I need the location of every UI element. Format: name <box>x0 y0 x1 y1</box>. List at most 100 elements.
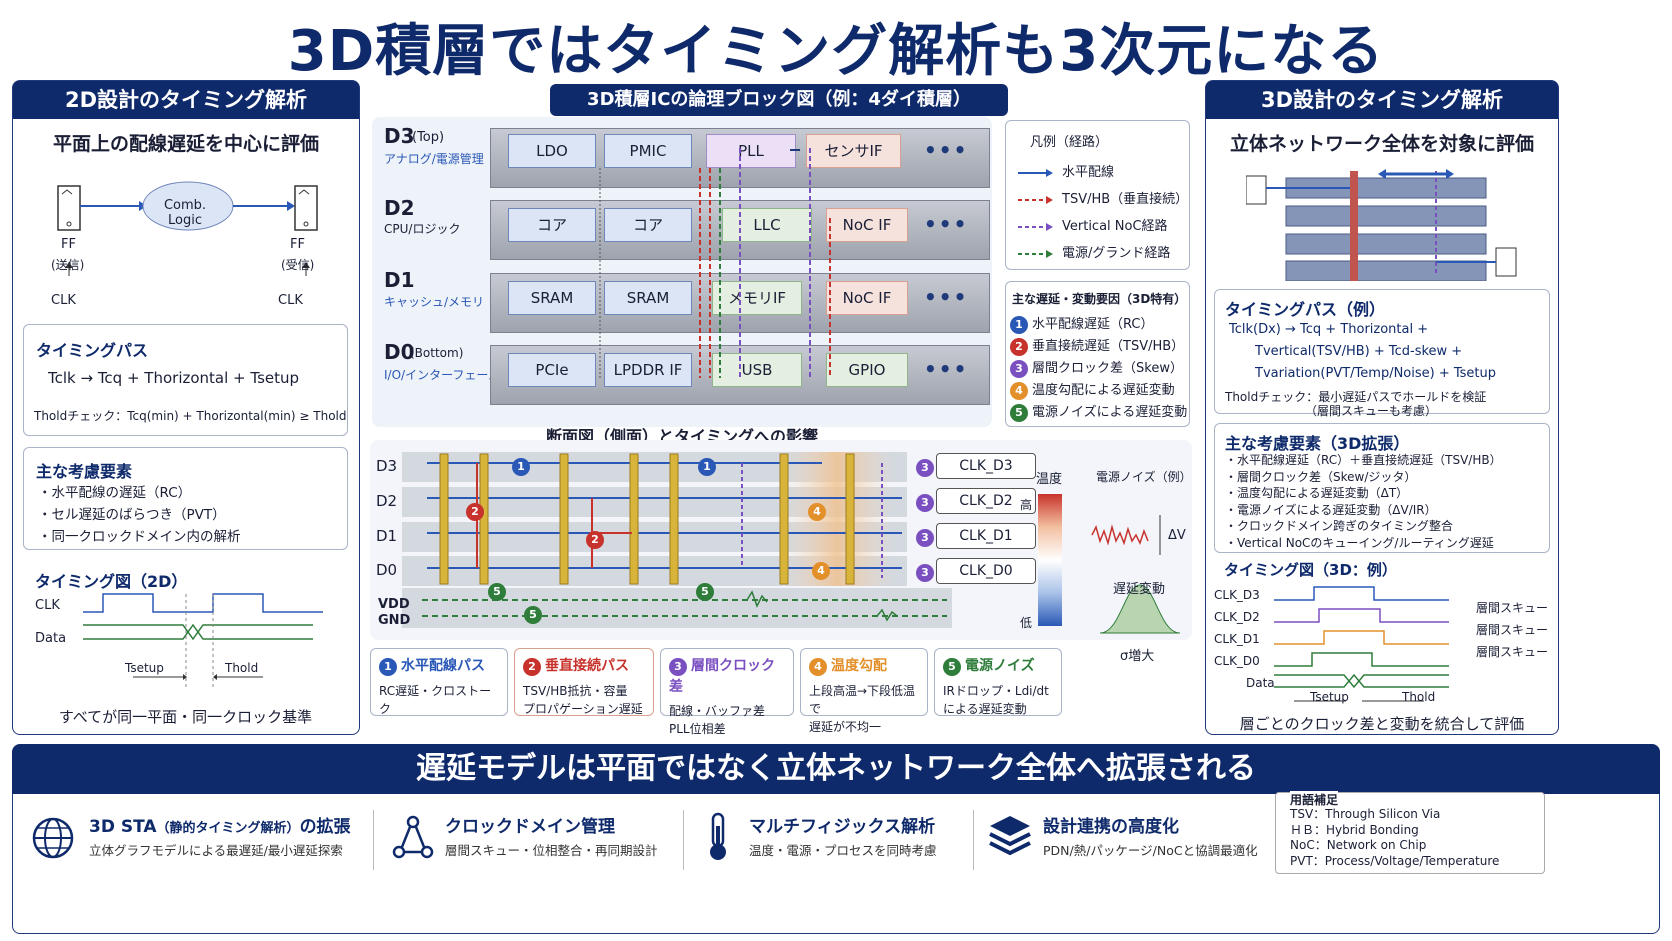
right-skew-label-3: 層間スキュー <box>1476 645 1549 659</box>
die-d2-desc: CPU/ロジック <box>384 222 461 236</box>
clk-tag-d2: 3 <box>916 491 938 512</box>
vdd-label: VDD <box>378 597 410 612</box>
footer-item-4-sub: PDN/熱/パッケージ/NoCと協調最適化 <box>1043 843 1258 858</box>
footer-item-title-note: （静的タイミング解析） <box>156 821 300 836</box>
delay-factor-text: 層間クロック差（Skew） <box>1032 361 1183 376</box>
ff-recv-label: FF <box>290 237 305 252</box>
footer-item-title-tail: の拡張 <box>299 817 351 837</box>
block-sram-2: SRAM <box>604 281 692 315</box>
clk-tag-d2-box: CLK_D2 <box>936 488 1036 514</box>
cat-title-text: 温度勾配 <box>831 658 887 674</box>
page-title: 3D積層ではタイミング解析も3次元になる <box>287 19 1385 84</box>
right-skew-label-1: 層間スキュー <box>1476 601 1549 615</box>
cat-title-text: 垂直接続パス <box>545 658 629 674</box>
right-skew-label-2: 層間スキュー <box>1476 623 1549 637</box>
footer-item-2-title: クロックドメイン管理 <box>445 817 615 837</box>
die-d2-label: D2 <box>384 196 415 220</box>
delay-var-label: 遅延変動 <box>1113 582 1166 597</box>
thermometer-icon <box>710 812 726 860</box>
noise-waveform <box>1091 515 1181 634</box>
cat-sub: TSV/HB抵抗・容量 プロパゲーション遅延 <box>523 684 643 716</box>
block-pcie: PCIe <box>508 353 596 387</box>
ff-send-label: FF <box>61 237 76 252</box>
die-d3-label: D3 <box>384 124 415 148</box>
gnd-label: GND <box>378 613 411 628</box>
clk-send-label: CLK <box>51 293 76 308</box>
cross-badge-2b: 2 <box>586 528 608 549</box>
right-tdiag-row-clk-d3: CLK_D3 <box>1214 588 1260 602</box>
glossary-list: TSV：Through Silicon Via ＨＢ：Hybrid Bondin… <box>1290 807 1499 869</box>
footer-item-3-sub: 温度・電源・プロセスを同時考慮 <box>749 843 937 858</box>
clk-recv-label: CLK <box>278 293 303 308</box>
cat-title-text: 水平配線パス <box>401 658 485 674</box>
network-icon <box>392 815 434 859</box>
more-dots: ••• <box>924 138 969 162</box>
right-path-eq3: Tvariation(PVT/Temp/Noise) + Tsetup <box>1255 366 1497 381</box>
block-noc-if-d1: NoC IF <box>826 281 908 315</box>
badge-1: 1 <box>698 458 716 476</box>
delay-factor-text: 垂直接続遅延（TSV/HB） <box>1032 339 1185 354</box>
left-hold-eq: Tholdチェック：Tcq(min) + Thorizontal(min) ≥ … <box>34 409 347 423</box>
noise-title: 電源ノイズ（例） <box>1096 470 1192 484</box>
center-head: 3D積層ICの論理ブロック図（例：4ダイ積層） <box>550 84 1008 116</box>
badge-2: 2 <box>1010 338 1028 356</box>
cross-layer-d3-label: D3 <box>376 457 398 475</box>
cat-sub: 配線・バッファ差 PLL位相差 <box>669 704 766 736</box>
badge-3: 3 <box>916 459 934 477</box>
path-legend-box: 凡例（経路） 水平配線 TSV/HB（垂直接続） Vertical NoC経路 … <box>1005 120 1190 270</box>
badge-5: 5 <box>1010 404 1028 422</box>
footer-item-title-text: 3D STA <box>89 817 157 837</box>
right-path-box: タイミングパス（例） Tclk(Dx) → Tcq + Thorizontal … <box>1214 289 1550 418</box>
die-d3-label-sub: (Top) <box>412 130 445 145</box>
right-thold-label: Thold <box>1402 690 1436 704</box>
right-tdiag-row-clk-d0: CLK_D0 <box>1214 654 1260 668</box>
right-factor-item: ・温度勾配による遅延変動（ΔT） <box>1225 486 1409 500</box>
delay-factor-text: 水平配線遅延（RC） <box>1032 317 1154 332</box>
right-panel: 3D設計のタイミング解析 立体ネットワーク全体を対象に評価 タイミングパス（例）… <box>1205 80 1559 735</box>
vertical-paths <box>599 148 831 378</box>
block-sensor-if: センサIF <box>806 134 901 168</box>
cat-sub: 上段高温→下段低温で 遅延が不均一 <box>809 684 916 734</box>
sigma-label: σ増大 <box>1120 649 1155 664</box>
delay-factor-text: 温度勾配による遅延変動 <box>1032 383 1175 398</box>
right-factor-item: ・水平配線遅延（RC）＋垂直接続遅延（TSV/HB） <box>1225 453 1502 467</box>
left-factor-item: ・水平配線の遅延（RC） <box>38 485 192 501</box>
footer-item-1-title: 3D STA（静的タイミング解析）の拡張 <box>89 812 351 837</box>
ff-diagram <box>57 181 318 276</box>
block-core-2: コア <box>604 208 692 242</box>
footer-head: 遅延モデルは平面ではなく立体ネットワーク全体へ拡張される <box>12 744 1660 794</box>
badge-1: 1 <box>1010 316 1028 334</box>
left-tdiag-title: タイミング図（2D） <box>35 572 188 591</box>
glossary-box: 用語補足 TSV：Through Silicon Via ＨＢ：Hybrid B… <box>1275 791 1545 874</box>
cross-layer-d1-label: D1 <box>376 527 398 545</box>
ff-recv-shape <box>294 185 318 231</box>
cross-badge-5b: 5 <box>696 580 718 601</box>
path-legend-title: 凡例（経路） <box>1030 135 1109 150</box>
temp-label: 温度 <box>1036 472 1063 487</box>
cross-layer-d2-label: D2 <box>376 492 398 510</box>
cat-sub: IRドロップ・Ldi/dt による遅延変動 <box>943 684 1049 716</box>
badge-4: 4 <box>812 562 830 580</box>
cross-badge-1b: 1 <box>698 455 720 476</box>
left-panel: 2D設計のタイミング解析 平面上の配線遅延を中心に評価 Comb. Logic … <box>12 80 360 735</box>
footer-divider <box>973 810 974 870</box>
more-dots: ••• <box>924 212 969 236</box>
die-d0-label-sub: (Bottom) <box>410 346 464 360</box>
temp-low-label: 低 <box>1020 616 1033 630</box>
clk-tag-d1: 3 <box>916 526 938 547</box>
cross-badge-4b: 4 <box>812 559 834 580</box>
left-factors-box: 主な考慮要素 ・水平配線の遅延（RC） ・セル遅延のばらつき（PVT） ・同一ク… <box>23 447 348 550</box>
block-lpddr-if: LPDDR IF <box>604 353 692 387</box>
glossary-item: ＨＢ：Hybrid Bonding <box>1290 822 1419 837</box>
cross-badge-5c: 5 <box>524 603 546 624</box>
block-ldo: LDO <box>508 134 596 168</box>
badge-5: 5 <box>696 583 714 601</box>
delay-factor-item: 2 垂直接続遅延（TSV/HB） <box>1010 336 1187 358</box>
footer-item-1-sub: 立体グラフモデルによる最遅延/最小遅延探索 <box>89 843 343 858</box>
